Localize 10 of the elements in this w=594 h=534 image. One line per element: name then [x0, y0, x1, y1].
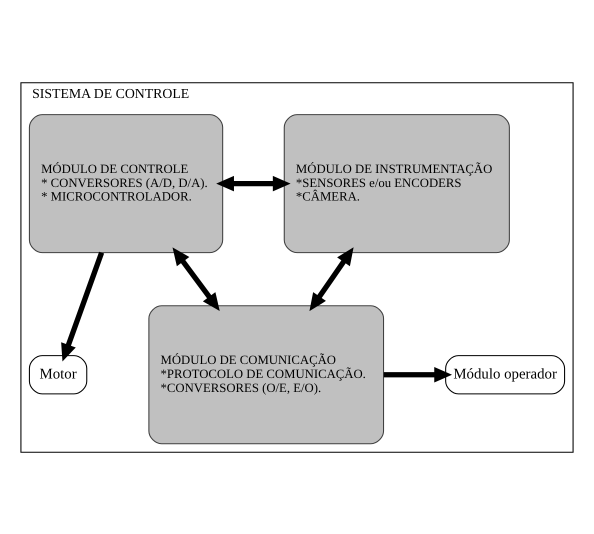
- node-box: MÓDULO DE COMUNICAÇÃO *PROTOCOLO DE COMUNICAÇÃO. *CONVERSORES (O/E, E/O).: [148, 304, 384, 444]
- arrow: [172, 246, 220, 310]
- node-box: Módulo operador: [445, 354, 566, 394]
- arrow: [384, 366, 452, 382]
- arrow: [61, 251, 104, 362]
- arrow: [216, 175, 291, 191]
- node-box: Motor: [28, 354, 88, 394]
- node-box: MÓDULO DE CONTROLE * CONVERSORES (A/D, D/A). * MICROCONTROLADOR.: [28, 114, 224, 253]
- arrow: [309, 246, 354, 311]
- node-box: MÓDULO DE INSTRUMENTAÇÃO *SENSORES e/ou ENCODERS *CÂMERA.: [284, 114, 510, 253]
